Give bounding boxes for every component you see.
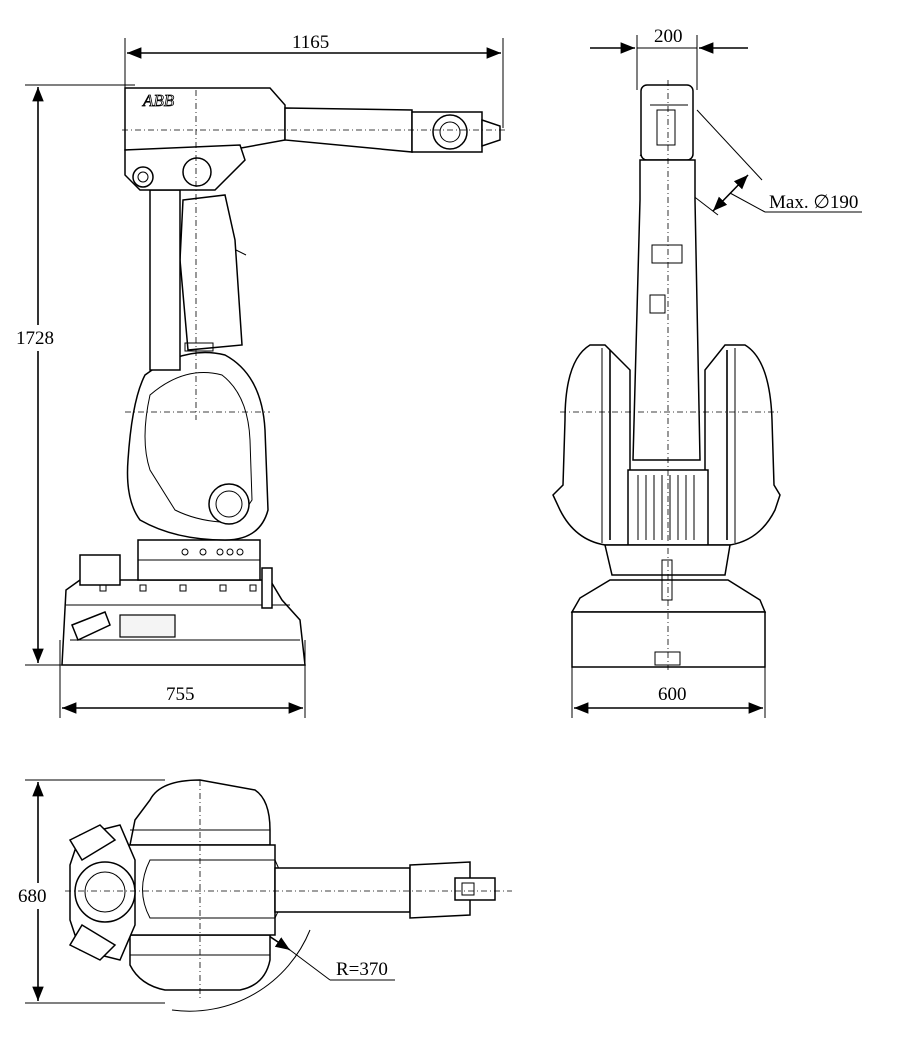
dim-wrist-max-diameter: Max. ∅190 [769, 192, 858, 213]
front-view: 200 Max. ∅190 600 [552, 26, 862, 718]
top-view: 680 R=370 [14, 779, 512, 1012]
top-forearm [274, 867, 411, 913]
swing-radius-arc [171, 929, 311, 1012]
dim-base-width: 600 [658, 684, 687, 705]
dim-top-width: 680 [18, 886, 47, 907]
front-arm-column [632, 159, 701, 461]
front-left-cover [552, 344, 631, 546]
dim-reach-width: 1165 [292, 32, 329, 53]
front-wrist [640, 84, 694, 161]
side-base [61, 579, 306, 666]
side-view: 1165 1728 755 [14, 32, 505, 718]
side-upper-arm [179, 194, 243, 351]
dim-total-height: 1728 [16, 328, 54, 349]
dim-swing-radius: R=370 [336, 959, 388, 980]
dim-wrist-width: 200 [654, 26, 683, 47]
dim-base-depth: 755 [166, 684, 195, 705]
logo-text: ABB [142, 91, 175, 110]
front-right-cover [704, 344, 781, 546]
